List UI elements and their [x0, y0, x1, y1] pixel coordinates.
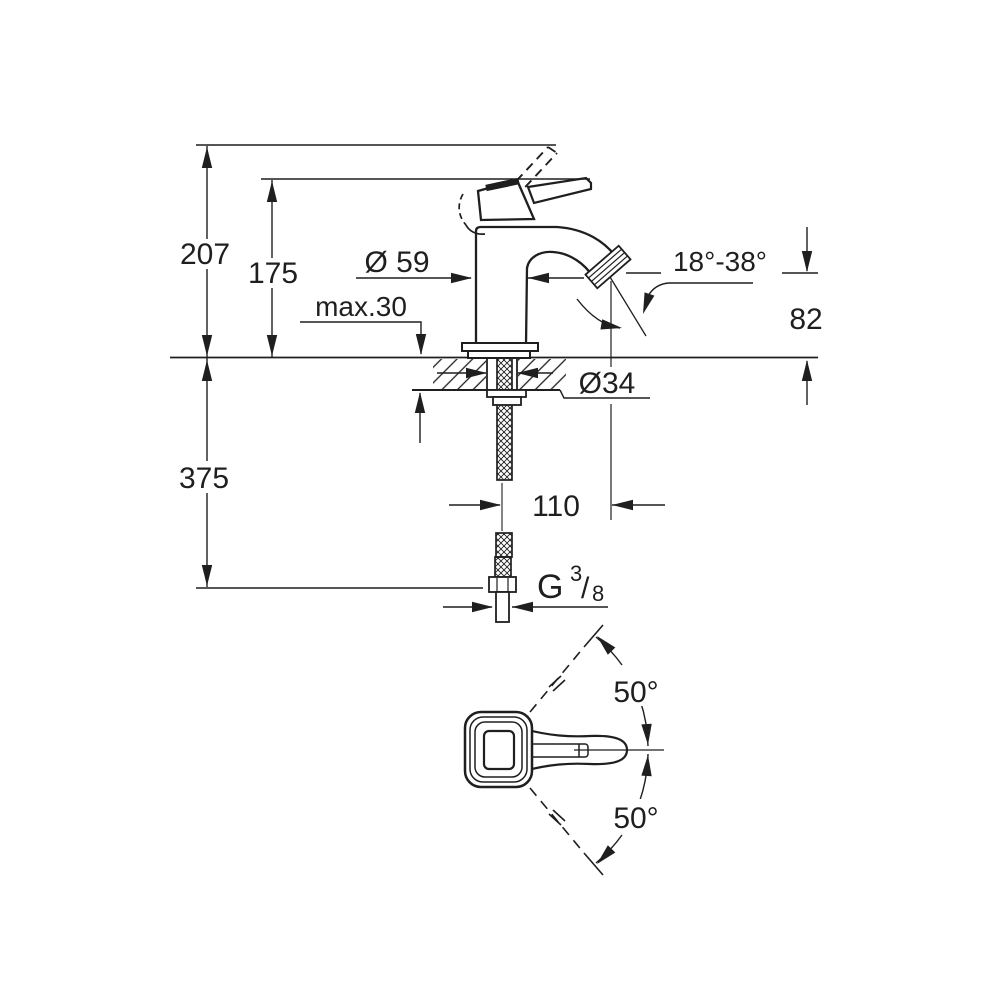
stream-direction-line	[609, 276, 647, 337]
dim-swivel-upper-label: 50°	[613, 676, 658, 709]
knob-outline-inner	[474, 721, 523, 778]
mounting-nut	[492, 396, 522, 406]
connection-tube	[495, 591, 510, 623]
knob-outline-mid	[469, 716, 528, 783]
dim-spout-angle-label: 18°-38°	[673, 246, 767, 277]
dim-swivel-lower-label: 50°	[613, 802, 658, 835]
dashed-lever-edge	[505, 146, 549, 193]
dashed-lever-tip	[547, 146, 558, 154]
thread-size-label: G 3 / 8	[537, 561, 604, 606]
base-plinth	[467, 350, 531, 359]
dim-total-height-label: 207	[180, 238, 230, 271]
dimension-labels: 207 175 Ø 59 max.30 18°-38° 82 Ø34 375 1…	[179, 238, 823, 835]
dashed-cap-arc	[458, 193, 467, 226]
break-tick	[552, 679, 566, 692]
faucet-body	[458, 146, 632, 359]
threaded-shank	[496, 357, 513, 481]
thread-prefix: G	[537, 568, 563, 606]
handle-top-view	[463, 624, 664, 876]
knob-top-face	[482, 729, 516, 771]
leader-d34-underline	[559, 389, 650, 399]
thread-denominator: 8	[592, 581, 604, 606]
hose-braid	[495, 532, 513, 558]
base-flange	[461, 342, 539, 352]
cap-lower-curve	[465, 224, 486, 235]
break-tick	[552, 809, 566, 822]
dim-body-diameter-label: Ø 59	[364, 246, 429, 279]
swivel-line-upper-solid	[583, 624, 604, 648]
dim-max-thickness-label: max.30	[315, 291, 407, 322]
hose-collar	[494, 556, 512, 578]
aerator-stripe	[593, 255, 628, 286]
dim-outlet-height-label: 82	[789, 303, 822, 336]
dim-hose-length-label: 375	[179, 462, 229, 495]
aerator-stripe	[588, 248, 623, 279]
thread-slash: /	[581, 572, 590, 605]
break-tick	[548, 813, 562, 826]
mounting-washer	[486, 389, 527, 398]
label-backgrounds	[177, 239, 667, 833]
swivel-lines	[529, 624, 604, 876]
hose-hex-nut	[488, 576, 517, 593]
dashed-lever-edge	[514, 152, 558, 199]
aerator-stripe	[591, 252, 625, 282]
dim-spout-reach-label: 110	[532, 490, 580, 523]
thread-numerator: 3	[570, 561, 582, 586]
swivel-line-lower-solid	[583, 852, 604, 876]
aerator	[584, 244, 632, 290]
handle-cap-edge	[485, 177, 520, 192]
dim-lever-height-label: 175	[248, 257, 298, 290]
dim-hole-diameter-label: Ø34	[579, 367, 636, 400]
break-tick	[548, 675, 562, 688]
